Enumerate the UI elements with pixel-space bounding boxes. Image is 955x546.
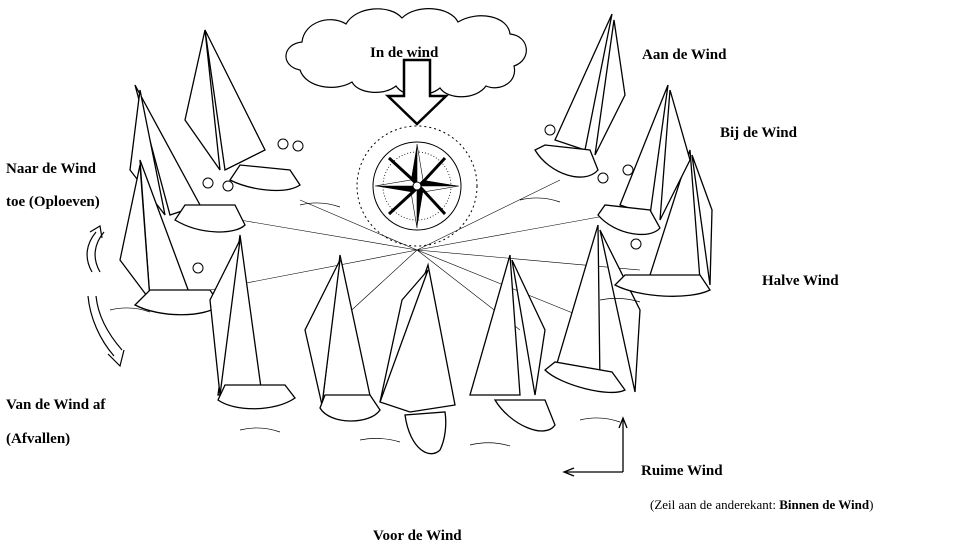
label-naar-de-wind-2: toe (Oploeven) — [6, 193, 100, 211]
label-naar-de-wind-1: Naar de Wind — [6, 160, 96, 178]
corner-arrow-icon — [564, 418, 627, 476]
label-van-de-wind-1: Van de Wind af — [6, 396, 105, 414]
note-bold: Binnen de Wind — [779, 497, 869, 512]
down-arrow-icon — [388, 60, 446, 124]
compass-rose-icon — [357, 126, 477, 246]
note-binnen-de-wind: (Zeil aan de anderekant: Binnen de Wind) — [650, 497, 873, 513]
label-bij-de-wind: Bij de Wind — [720, 124, 797, 142]
label-ruime-wind: Ruime Wind — [641, 462, 723, 480]
label-aan-de-wind: Aan de Wind — [642, 46, 727, 64]
label-in-de-wind: In de wind — [370, 44, 438, 62]
label-voor-de-wind: Voor de Wind — [373, 527, 462, 545]
label-halve-wind: Halve Wind — [762, 272, 839, 290]
curved-double-arrow-icon — [87, 226, 124, 366]
label-van-de-wind-2: (Afvallen) — [6, 430, 70, 448]
note-suffix: ) — [869, 497, 873, 512]
note-prefix: (Zeil aan de anderekant: — [650, 497, 779, 512]
